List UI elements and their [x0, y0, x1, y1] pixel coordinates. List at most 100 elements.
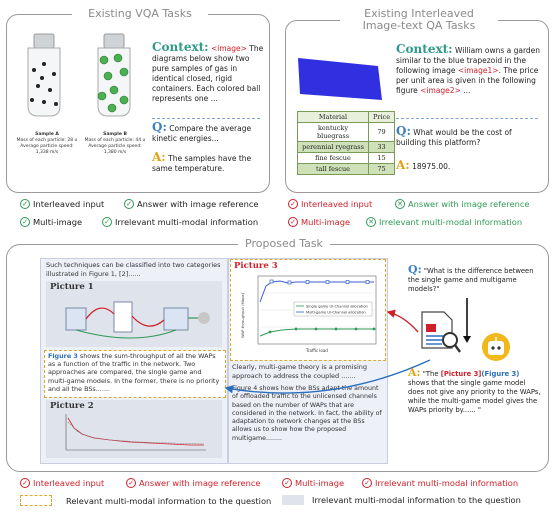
vqa-context: Context: <image> The diagrams below show… — [152, 40, 264, 104]
proposed-feature-interleaved: ✓Interleaved input — [20, 478, 104, 488]
image2-tag: <image2> — [420, 86, 461, 95]
interleaved-context: Context: William owns a garden similar t… — [396, 42, 542, 96]
sample-a-label: Sample A — [35, 132, 59, 137]
feature-label: Interleaved input — [301, 199, 373, 209]
feature-label: Multi-image — [33, 217, 83, 227]
vqa-context-label: Context: — [152, 40, 209, 54]
proposed-a-label: A: — [408, 366, 421, 379]
chart-x-label: Traffic load — [305, 348, 328, 353]
vqa-image-tag: <image> — [210, 44, 247, 53]
feature-label: Irrelevant multi-modal information — [379, 217, 523, 227]
cross-icon: ✕ — [395, 199, 405, 209]
check-icon: ✓ — [20, 199, 30, 209]
table-cell: 79 — [367, 122, 396, 142]
vqa-answer-text: The samples have the same temperature. — [152, 154, 252, 173]
picture1-label: Picture 1 — [50, 282, 94, 292]
col2-text-2: Figure 4 shows how the BSs adapt the amo… — [232, 385, 382, 442]
picture2-line-chart — [65, 414, 206, 451]
check-icon: ✓ — [288, 217, 298, 227]
answer-body: shows that the single game model does no… — [408, 379, 541, 414]
interleaved-feature-answer-ref: ✕Answer with image reference — [395, 199, 530, 209]
sample-a-container — [27, 33, 61, 117]
vqa-feature-answer-ref: ✓Answer with image reference — [124, 199, 259, 209]
check-icon: ✓ — [124, 199, 134, 209]
context-text: William owns a garden similar to the blu… — [396, 46, 541, 75]
interleaved-title-line1: Existing Interleaved — [364, 7, 474, 20]
legend-irrelevant: Irrelevant multi-modal information to th… — [282, 495, 521, 505]
sample-b-label: Sample B — [103, 132, 127, 137]
vqa-a-label: A: — [152, 150, 166, 164]
vqa-context-text: The diagrams below show two pure samples… — [152, 44, 264, 103]
check-icon: ✓ — [282, 478, 292, 488]
feature-label: Irrelevant multi-modal information — [115, 217, 259, 227]
sample-b-speed: Average particle speed: 1,380 m/s — [88, 144, 142, 155]
proposed-question-text: "What is the difference between the sing… — [408, 267, 534, 293]
sample-b-mass: Mass of each particle: 44 u — [84, 138, 146, 143]
picture2-label: Picture 2 — [50, 401, 94, 411]
vqa-question: Q: Compare the average kinetic energies.… — [152, 120, 264, 144]
doc-intro-text: Such techniques can be classified into t… — [46, 261, 221, 278]
feature-label: Answer with image reference — [137, 199, 259, 209]
figure3-ref: Figure 3 — [48, 352, 78, 360]
interleaved-feature-interleaved: ✓Interleaved input — [288, 199, 372, 209]
sample-b-caption: Sample B Mass of each particle: 44 u Ave… — [82, 132, 148, 156]
chart-legend-single: Single game Ui-Channel allocation — [306, 305, 368, 309]
interleaved-answer: A: 18975.00. — [396, 159, 542, 172]
answer-prefix: "The — [422, 370, 441, 378]
robot-icon — [482, 333, 510, 361]
feature-label: Answer with image reference — [408, 199, 530, 209]
proposed-feature-multi-image: ✓Multi-image — [282, 478, 344, 488]
proposed-answer: A: "The [Picture 3](Figure 3) shows that… — [408, 366, 542, 415]
vqa-panel-title: Existing VQA Tasks — [72, 8, 208, 20]
vqa-answer: A: The samples have the same temperature… — [152, 150, 264, 174]
arrow-to-figure3-text — [224, 359, 431, 394]
feature-label: Multi-image — [295, 478, 345, 488]
vqa-question-text: Compare the average kinetic energies... — [152, 124, 252, 143]
gas-sample-illustration — [27, 33, 131, 117]
vqa-q-label: Q: — [152, 120, 167, 134]
interleaved-q-label: Q: — [396, 124, 411, 138]
interleaved-title-line2: Image-text QA Tasks — [362, 19, 476, 32]
sample-a-speed: Average particle speed: 1,338 m/s — [20, 144, 74, 155]
picture1-network-diagram — [65, 301, 210, 339]
feature-label: Multi-image — [301, 217, 351, 227]
interleaved-feature-irrelevant: ✕Irrelevant multi-modal information — [366, 217, 522, 227]
proposed-feature-answer-ref: ✓Answer with image reference — [126, 478, 261, 488]
col2-text-1: Clearly, multi-game theory is a promisin… — [232, 363, 367, 380]
vqa-feature-irrelevant: ✓Irrelevant multi-modal information — [102, 217, 258, 227]
cross-icon: ✕ — [366, 217, 376, 227]
blue-trapezoid-image — [298, 58, 382, 100]
sample-a-caption: Sample A Mass of each particle: 28 u Ave… — [14, 132, 80, 156]
interleaved-panel-title: Existing Interleaved Image-text QA Tasks — [340, 8, 498, 32]
legend-irrelevant-swatch — [282, 495, 304, 505]
document-search-icon — [421, 311, 461, 353]
context-text: ... — [460, 86, 471, 95]
check-icon: ✓ — [102, 217, 112, 227]
feature-label: Irrelevant multi-modal information — [375, 478, 519, 488]
interleaved-context-label: Context: — [396, 42, 453, 56]
answer-figure-ref: (Figure 3) — [481, 370, 520, 378]
context-text: . The price per unit area is given in th… — [396, 66, 539, 95]
picture3-throughput-chart: Single game Ui-Channel allocation Multi-… — [240, 275, 377, 353]
legend-relevant-swatch — [20, 495, 52, 506]
vqa-feature-multi-image: ✓Multi-image — [20, 217, 82, 227]
table-cell: 75 — [367, 163, 396, 175]
figure3-text: shows the sum-throughput of all the WAPs… — [48, 352, 220, 393]
proposed-panel-title: Proposed Task — [238, 238, 330, 250]
image1-tag: <image1> — [457, 66, 499, 75]
proposed-question: Q: "What is the difference between the s… — [408, 264, 540, 294]
legend-relevant-label: Relevant multi-modal information to the … — [66, 495, 272, 506]
feature-label: Interleaved input — [33, 199, 105, 209]
vqa-feature-interleaved: ✓Interleaved input — [20, 199, 104, 209]
feature-label: Answer with image reference — [139, 478, 261, 488]
vqa-divider — [152, 118, 260, 119]
sample-a-mass: Mass of each particle: 28 u — [16, 138, 78, 143]
check-icon: ✓ — [20, 217, 30, 227]
arrow-head-down — [463, 336, 471, 343]
feature-label: Interleaved input — [33, 478, 105, 488]
legend-relevant: Relevant multi-modal information to the … — [20, 495, 271, 506]
interleaved-question: Q: What would be the cost of building th… — [396, 124, 542, 148]
